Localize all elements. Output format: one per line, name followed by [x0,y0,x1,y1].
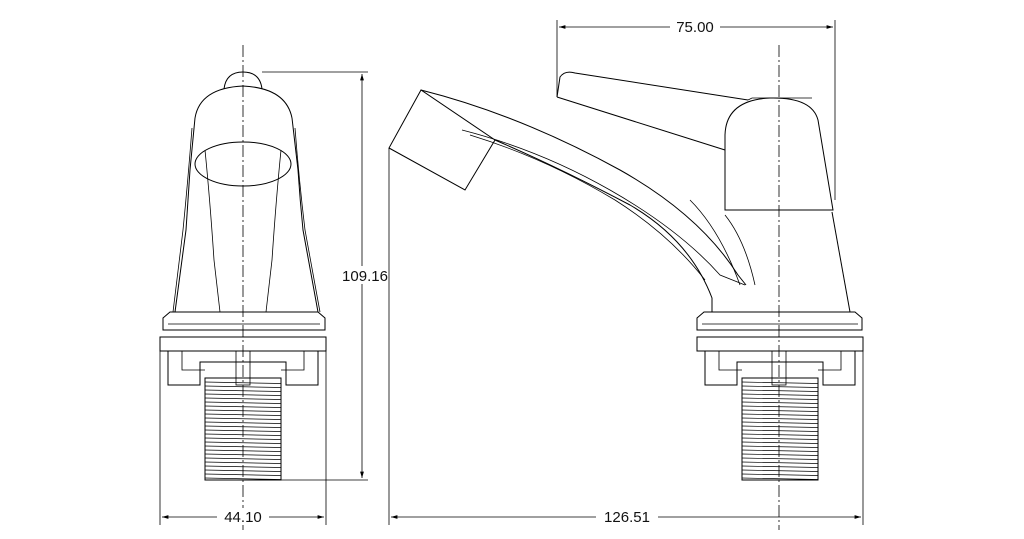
dimension-label-overall-length: 126.51 [604,509,650,526]
dimension-handle-reach: 75.00 [556,18,836,200]
dimension-front-width: 44.10 [159,340,327,526]
side-view [388,45,864,530]
front-view [159,45,327,530]
dimension-label-front-width: 44.10 [224,509,262,526]
dimension-overall-length: 126.51 [388,148,864,526]
dimension-label-handle-reach: 75.00 [676,19,714,36]
dimension-label-front-height: 109.16 [342,268,388,285]
dimension-front-height: 109.16 [262,71,390,481]
